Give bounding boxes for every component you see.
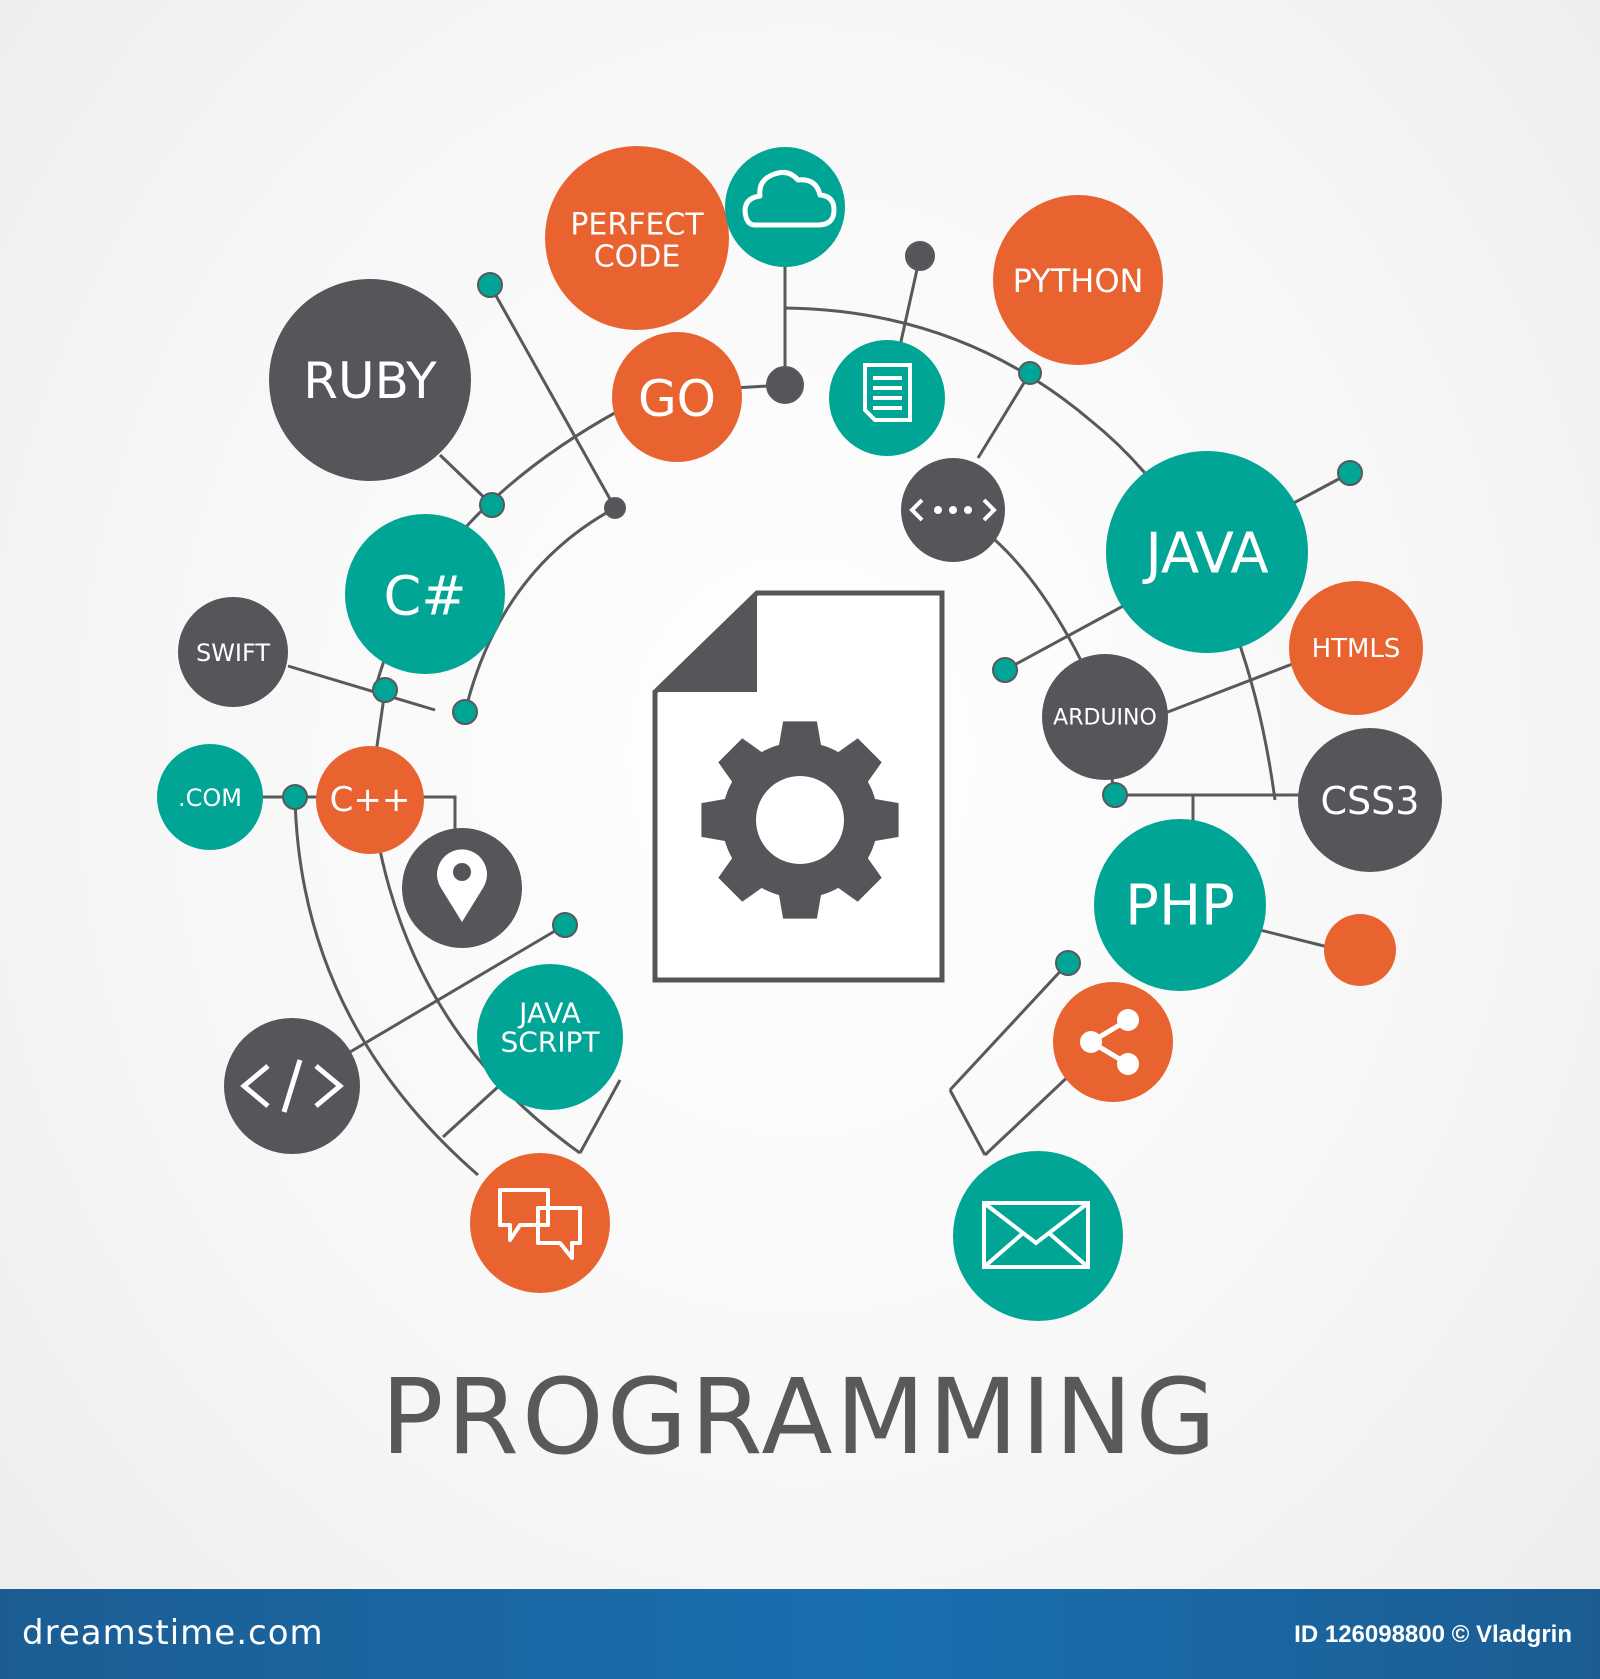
brand-watermark: dreamstime.com xyxy=(22,1613,324,1653)
node-label: C# xyxy=(384,565,467,628)
node-javascript: JAVA SCRIPT xyxy=(477,964,623,1110)
node-arduino: ARDUINO xyxy=(1042,654,1168,780)
node-label: CSS3 xyxy=(1321,779,1420,823)
envelope-icon xyxy=(982,1201,1090,1269)
node-label: .COM xyxy=(178,784,242,812)
junction-dot xyxy=(479,492,505,518)
junction-dot xyxy=(1055,950,1081,976)
central-file xyxy=(652,590,945,983)
node-document xyxy=(829,340,945,456)
orange-dot xyxy=(1324,914,1396,986)
node-htmls: HTMLS xyxy=(1289,581,1423,715)
junction-dot xyxy=(905,241,935,271)
junction-dot xyxy=(552,912,578,938)
node-label: PYTHON xyxy=(1013,262,1144,300)
node-go: GO xyxy=(612,332,742,462)
node-label: JAVA xyxy=(517,997,581,1030)
junction-dot xyxy=(1102,782,1128,808)
node-label: GO xyxy=(638,370,716,428)
node-label: RUBY xyxy=(303,352,437,410)
junction-dot xyxy=(766,366,804,404)
junction-dots xyxy=(282,241,1396,986)
node-dotcom: .COM xyxy=(157,744,263,850)
junction-dot xyxy=(282,784,308,810)
node-php: PHP xyxy=(1094,819,1266,991)
node-share xyxy=(1053,982,1173,1102)
node-envelope xyxy=(953,1151,1123,1321)
node-label: JAVA xyxy=(1142,522,1268,587)
node-ruby: RUBY xyxy=(269,279,471,481)
node-chat xyxy=(470,1153,610,1293)
node-label: CODE xyxy=(594,240,681,275)
node-cloud xyxy=(725,147,845,267)
junction-dot xyxy=(372,677,398,703)
node-java: JAVA xyxy=(1106,451,1308,653)
code-tag-icon xyxy=(240,1059,344,1113)
node-label: SWIFT xyxy=(196,639,270,667)
junction-dot xyxy=(992,657,1018,683)
footer-bar: dreamstime.com ID 126098800 © Vladgrin xyxy=(0,1589,1600,1679)
chat-icon xyxy=(498,1188,582,1260)
node-code-arrows xyxy=(901,458,1005,562)
location-pin-icon xyxy=(437,849,487,922)
node-python: PYTHON xyxy=(993,195,1163,365)
junction-dot xyxy=(1337,460,1363,486)
node-label: ARDUINO xyxy=(1053,706,1157,731)
gear-shape xyxy=(701,721,899,919)
page-title: PROGRAMMING xyxy=(381,1356,1219,1478)
cloud-icon xyxy=(742,169,837,228)
junction-dot xyxy=(604,497,626,519)
node-label: PHP xyxy=(1125,874,1235,939)
node-csharp: C# xyxy=(345,514,505,674)
node-label: PERFECT xyxy=(570,208,704,243)
share-icon xyxy=(1080,1009,1139,1075)
node-swift: SWIFT xyxy=(178,597,288,707)
node-perfect-code: PERFECT CODE xyxy=(545,146,729,330)
node-code-tag xyxy=(224,1018,360,1154)
code-arrows-icon xyxy=(909,498,997,522)
programming-diagram: PERFECT CODE RUBY GO PYTHON xyxy=(157,146,1442,1478)
gear-icon xyxy=(701,721,899,919)
node-cpp: C++ xyxy=(316,746,424,854)
node-location xyxy=(402,828,522,948)
junction-dot xyxy=(477,272,503,298)
junction-dot xyxy=(452,699,478,725)
node-label: HTMLS xyxy=(1312,634,1401,664)
node-label: C++ xyxy=(330,780,411,820)
junction-dot xyxy=(1018,361,1042,385)
document-icon xyxy=(863,363,912,422)
node-css3: CSS3 xyxy=(1298,728,1442,872)
image-credit: ID 126098800 © Vladgrin xyxy=(1294,1621,1572,1648)
connector-lines xyxy=(260,255,1351,1177)
node-label: SCRIPT xyxy=(500,1026,600,1059)
